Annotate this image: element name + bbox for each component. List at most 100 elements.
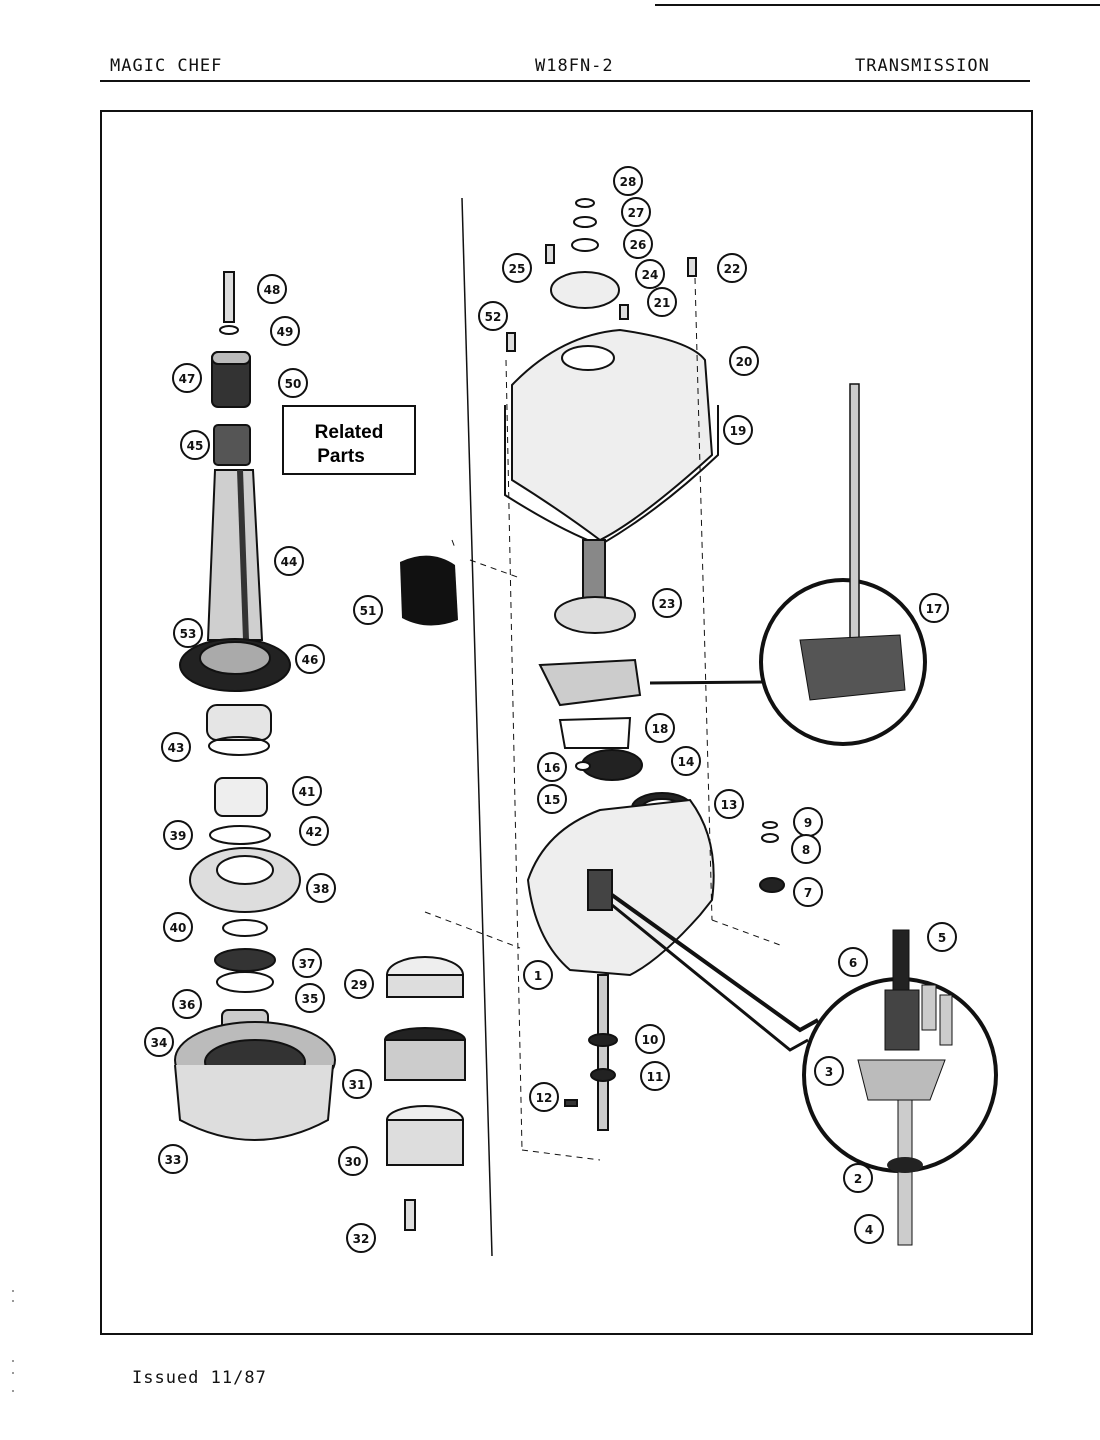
related-parts-box: Related Parts [282,405,416,475]
callout-label-40: 40 [170,921,187,935]
part-9-washer [762,821,778,829]
part-49-ring [219,325,239,335]
callout-21: 21 [647,287,677,317]
callout-10: 10 [635,1024,665,1054]
callout-label-50: 50 [285,377,302,391]
callout-47: 47 [172,363,202,393]
part-16-washer [575,761,591,771]
callout-label-12: 12 [536,1091,553,1105]
top-bolt-part [223,271,235,323]
callout-label-43: 43 [168,741,185,755]
callout-42: 42 [299,816,329,846]
part-51-pad [400,555,458,626]
callout-34: 34 [144,1027,174,1057]
callout-15: 15 [537,784,567,814]
callout-label-46: 46 [302,653,319,667]
callout-6: 6 [838,947,868,977]
callout-4: 4 [854,1214,884,1244]
callout-label-25: 25 [509,262,526,276]
callout-label-41: 41 [299,785,316,799]
part-5-knob [892,929,910,991]
callout-label-48: 48 [264,283,281,297]
callout-label-3: 3 [825,1065,833,1079]
callout-label-18: 18 [652,722,669,736]
callout-label-22: 22 [724,262,741,276]
detail-17-inset [649,383,927,746]
callout-label-7: 7 [804,886,812,900]
part-52-screw [506,332,516,352]
callout-label-27: 27 [628,206,645,220]
callout-23: 23 [652,588,682,618]
agitator-assembly [174,271,336,1141]
part-39-ring [209,825,271,845]
diagram-frame [100,110,1033,1335]
gear-linkage [538,658,642,707]
part-33-base [174,1064,334,1141]
callout-51: 51 [353,595,383,625]
header-model-number: W18FN-2 [535,56,614,76]
callout-27: 27 [621,197,651,227]
callout-8: 8 [791,834,821,864]
part-37-seal [214,948,276,972]
callout-label-17: 17 [926,602,943,616]
part-15-gear [581,749,643,781]
callout-16: 16 [537,752,567,782]
part-8-washer [761,833,779,843]
part-21-screw [619,304,629,320]
header-rule [100,80,1030,82]
part-24-plate [550,271,620,309]
detail-3-inset [610,893,998,1246]
callout-46: 46 [295,644,325,674]
callout-label-32: 32 [353,1232,370,1246]
callout-53: 53 [173,618,203,648]
callout-label-15: 15 [544,793,561,807]
part-11-ring [590,1068,616,1082]
part-10-lower-shaft [597,974,609,1131]
part-10-ring [588,1033,618,1047]
callout-label-35: 35 [302,992,319,1006]
callout-label-44: 44 [281,555,298,569]
part-27-ring [573,216,597,228]
callout-label-33: 33 [165,1153,182,1167]
callout-label-24: 24 [642,268,659,282]
callout-label-8: 8 [802,843,810,857]
part-1-case [526,798,715,977]
callout-5: 5 [927,922,957,952]
callout-label-53: 53 [180,627,197,641]
divider-line [461,197,493,1257]
callout-19: 19 [723,415,753,445]
callout-label-13: 13 [721,798,738,812]
callout-31: 31 [342,1069,372,1099]
callout-label-30: 30 [345,1155,362,1169]
callout-12: 12 [529,1082,559,1112]
callout-49: 49 [270,316,300,346]
callout-label-51: 51 [360,604,377,618]
part-17-shaft [849,383,860,665]
header-section-title: TRANSMISSION [855,56,990,76]
callout-38: 38 [306,873,336,903]
part-23-shaft [582,539,606,601]
part-25-screw [545,244,555,264]
part-28-ring [575,198,595,208]
callout-label-9: 9 [804,816,812,830]
callout-39: 39 [163,820,193,850]
part-12-pin [564,1099,578,1107]
callout-label-2: 2 [854,1172,862,1186]
callout-label-31: 31 [349,1078,366,1092]
part-44-cone [206,469,264,641]
part-6-gear [884,989,920,1051]
callout-label-5: 5 [938,931,946,945]
part-18-plate [558,716,632,749]
callout-11: 11 [640,1061,670,1091]
callout-label-10: 10 [642,1033,659,1047]
callout-label-37: 37 [299,957,316,971]
callout-label-45: 45 [187,439,204,453]
callout-label-29: 29 [351,978,368,992]
callout-43: 43 [161,732,191,762]
callout-label-42: 42 [306,825,323,839]
part-40-ring [222,919,268,937]
callout-label-23: 23 [659,597,676,611]
callout-48: 48 [257,274,287,304]
scan-artifacts [12,1290,14,1392]
